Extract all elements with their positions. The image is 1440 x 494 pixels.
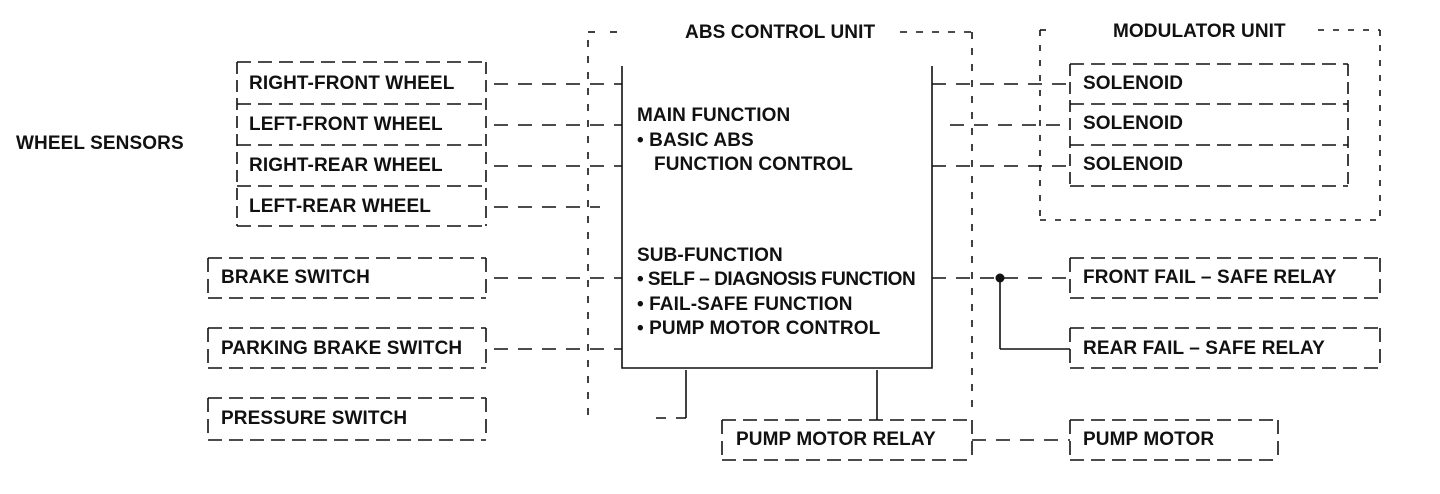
pump-motor-label: PUMP MOTOR <box>1083 429 1215 450</box>
pressure-switch-box <box>207 397 487 441</box>
main-function-line1: • BASIC ABS <box>637 130 754 151</box>
rear-fail-safe-relay-box <box>1069 327 1381 369</box>
abs-control-unit-title: ABS CONTROL UNIT <box>685 22 876 43</box>
brake-switch-box <box>207 257 487 299</box>
pressure-switch-line <box>656 370 687 419</box>
front-fail-safe-relay-box <box>1069 257 1381 299</box>
wheel-sensors-label: WHEEL SENSORS <box>16 133 184 154</box>
solenoid-boxes <box>1069 63 1349 187</box>
pump-motor-relay-box <box>721 419 973 461</box>
solenoid-label-3: SOLENOID <box>1083 154 1184 175</box>
solenoid-output-lines <box>932 83 1070 167</box>
brake-switch-label: BRAKE SWITCH <box>221 267 370 288</box>
solenoid-label-2: SOLENOID <box>1083 113 1184 134</box>
main-function-heading: MAIN FUNCTION <box>637 105 791 126</box>
pump-motor-box <box>1069 419 1279 461</box>
right-rear-wheel-label: RIGHT-REAR WHEEL <box>249 155 443 176</box>
main-function-line2: FUNCTION CONTROL <box>654 154 853 175</box>
wheel-sensors-box <box>236 61 487 227</box>
pump-motor-relay-label: PUMP MOTOR RELAY <box>736 429 936 450</box>
front-fail-safe-relay-label: FRONT FAIL – SAFE RELAY <box>1083 267 1337 288</box>
solenoid-label-1: SOLENOID <box>1083 73 1184 94</box>
switch-signal-lines <box>494 277 622 350</box>
wheel-sensor-signal-lines <box>494 83 622 208</box>
left-rear-wheel-label: LEFT-REAR WHEEL <box>249 196 431 217</box>
pressure-switch-label: PRESSURE SWITCH <box>221 408 408 429</box>
relay-junction-dot <box>995 273 1005 283</box>
left-front-wheel-label: LEFT-FRONT WHEEL <box>249 114 443 135</box>
modulator-unit-boundary <box>1039 29 1381 221</box>
right-front-wheel-label: RIGHT-FRONT WHEEL <box>249 73 455 94</box>
parking-brake-switch-label: PARKING BRAKE SWITCH <box>221 338 463 359</box>
sub-function-heading: SUB-FUNCTION <box>637 245 783 266</box>
rear-fail-safe-relay-label: REAR FAIL – SAFE RELAY <box>1083 338 1325 359</box>
fail-safe-relay-lines <box>932 277 1070 350</box>
abs-control-unit-boundary <box>587 31 973 415</box>
sub-function-item-fail-safe: • FAIL-SAFE FUNCTION <box>637 294 853 315</box>
sub-function-item-self-diagnosis: • SELF – DIAGNOSIS FUNCTION <box>637 269 916 290</box>
sub-function-item-pump-motor: • PUMP MOTOR CONTROL <box>637 318 881 339</box>
modulator-unit-title: MODULATOR UNIT <box>1113 21 1286 42</box>
parking-brake-switch-box <box>207 327 487 369</box>
abs-control-unit-block <box>621 66 933 369</box>
